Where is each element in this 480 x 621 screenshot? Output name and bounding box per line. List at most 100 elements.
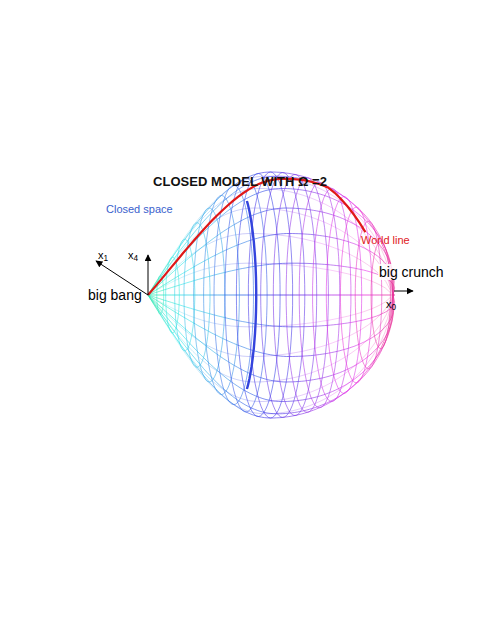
- meridian-line: [196, 339, 206, 345]
- meridian-line: [184, 295, 194, 296]
- meridian-line: [337, 239, 348, 242]
- meridian-line: [274, 263, 287, 265]
- latitude-ring: [166, 257, 180, 333]
- meridian-line: [298, 209, 310, 210]
- meridian-line: [341, 314, 356, 318]
- meridian-line: [277, 355, 290, 357]
- meridian-line: [176, 323, 186, 331]
- meridian-line: [302, 239, 315, 242]
- meridian-line: [304, 326, 316, 328]
- x4-axis: [148, 255, 149, 295]
- meridian-line: [273, 295, 286, 296]
- meridian-line: [287, 324, 300, 325]
- meridian-line: [300, 323, 313, 325]
- meridian-line: [286, 208, 298, 210]
- meridian-line: [264, 412, 276, 414]
- meridian-line: [148, 295, 157, 305]
- meridian-line: [329, 339, 343, 344]
- meridian-line: [236, 295, 248, 296]
- meridian-line: [298, 380, 310, 381]
- meridian-line: [304, 263, 316, 265]
- meridian-line: [204, 267, 215, 270]
- meridian-line: [339, 266, 350, 268]
- meridian-line: [248, 295, 260, 296]
- meridian-line: [194, 318, 204, 321]
- meridian-line: [340, 295, 355, 296]
- meridian-line: [292, 263, 304, 264]
- meridian-line: [166, 305, 175, 310]
- meridian-line: [192, 335, 206, 347]
- meridian-line: [179, 305, 194, 310]
- meridian-line: [316, 263, 328, 265]
- meridian-line: [264, 354, 277, 356]
- meridian-line: [332, 357, 346, 365]
- meridian-line: [204, 295, 214, 296]
- meridian-line: [186, 331, 196, 338]
- meridian-line: [184, 273, 194, 277]
- meridian-line: [328, 265, 339, 266]
- meridian-line: [332, 393, 344, 401]
- highlight-curves: [148, 179, 365, 389]
- meridian-line: [318, 393, 330, 397]
- meridian-line: [265, 413, 277, 415]
- meridian-line: [194, 323, 209, 331]
- meridian-line: [237, 263, 249, 264]
- latitude-ring: [214, 185, 254, 404]
- meridian-line: [286, 381, 298, 383]
- latitude-ring: [326, 197, 361, 394]
- latitude-ring: [261, 173, 305, 418]
- meridian-line: [206, 346, 220, 356]
- meridian-line: [177, 322, 192, 335]
- meridian-line: [361, 270, 371, 273]
- meridian-line: [264, 234, 277, 236]
- meridian-line: [327, 270, 341, 273]
- meridian-line: [359, 339, 370, 344]
- axis-label: x4: [128, 249, 138, 262]
- meridian-line: [327, 318, 341, 321]
- meridian-line: [279, 263, 292, 264]
- meridian-line: [262, 326, 275, 328]
- meridian-line: [359, 246, 370, 251]
- meridian-line: [192, 244, 206, 256]
- meridian-line: [356, 276, 372, 281]
- meridian-line: [369, 349, 381, 369]
- meridian-line: [280, 378, 293, 380]
- meridian-line: [220, 225, 234, 234]
- meridian-line: [277, 233, 290, 235]
- latitude-ring: [273, 175, 316, 416]
- meridian-line: [334, 370, 346, 374]
- meridian-line: [294, 399, 306, 401]
- meridian-line: [313, 295, 327, 296]
- meridian-line: [239, 355, 251, 357]
- meridian-line: [239, 267, 253, 270]
- meridian-line: [313, 321, 327, 323]
- curve-label: Closed space: [106, 203, 173, 216]
- meridian-line: [236, 396, 248, 400]
- meridian-line: [194, 259, 209, 267]
- meridian-line: [299, 295, 312, 296]
- meridian-line: [289, 236, 302, 238]
- meridian-line: [326, 351, 338, 353]
- meridian-line: [302, 348, 315, 351]
- meridian-line: [237, 240, 251, 245]
- meridian-line: [184, 314, 194, 318]
- meridian-line: [282, 401, 294, 403]
- meridian-line: [326, 236, 338, 238]
- latitude-ring: [313, 189, 351, 402]
- meridian-line: [337, 348, 348, 351]
- meridian-line: [223, 245, 237, 251]
- meridian-line: [280, 210, 293, 212]
- meridian-line: [350, 321, 361, 323]
- meridian-line: [223, 339, 237, 345]
- meridian-line: [186, 252, 196, 259]
- axis-label: x1: [98, 249, 108, 262]
- meridian-line: [217, 237, 228, 241]
- meridian-line: [276, 235, 289, 237]
- meridian-line: [264, 233, 277, 235]
- meridian-line: [334, 215, 346, 219]
- meridian-line: [302, 233, 314, 235]
- axis-label: x0: [386, 298, 396, 311]
- x0-axis: [394, 291, 413, 292]
- meridian-line: [247, 400, 259, 401]
- meridian-line: [322, 380, 335, 387]
